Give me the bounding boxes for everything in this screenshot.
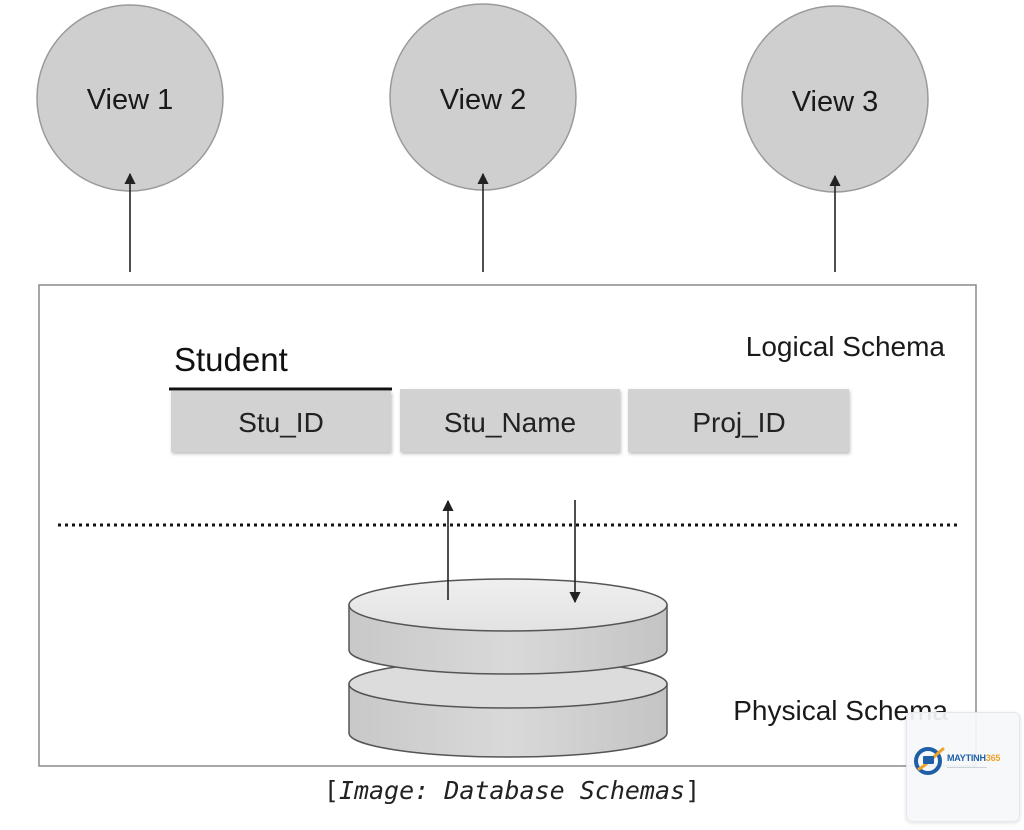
figure-caption: [Image: Database Schemas]: [0, 776, 1024, 805]
field-cell-proj-id: [628, 389, 849, 452]
caption-text: Image: Database Schemas: [338, 776, 686, 805]
brand-name: MAYTINH365: [947, 753, 1000, 763]
view-2-label: View 2: [440, 84, 527, 116]
database-cylinder: [348, 578, 668, 758]
field-stu-id: Stu_ID: [238, 407, 324, 438]
view-1: View 1: [36, 4, 224, 192]
field-cell-stu-id: [171, 391, 391, 452]
view-3: View 3: [741, 5, 929, 193]
view-3-label: View 3: [792, 86, 879, 118]
field-proj-id: Proj_ID: [692, 407, 785, 438]
caption-close-bracket: ]: [685, 776, 701, 805]
brand-tagline: ──────────────: [947, 765, 987, 770]
view-1-label: View 1: [87, 84, 174, 116]
disk-top-surface: [348, 578, 668, 632]
table-name: Student: [174, 341, 288, 378]
brand-name-accent: 365: [985, 753, 1001, 763]
brand-logo-icon: [914, 747, 945, 775]
brand-name-main: MAYTINH: [947, 753, 986, 763]
field-cell-stu-name: [400, 389, 620, 452]
field-stu-name: Stu_Name: [444, 407, 576, 438]
table-fields: Stu_ID Stu_Name Proj_ID: [171, 389, 849, 452]
watermark-logo: MAYTINH365 ──────────────: [906, 712, 1020, 822]
logical-schema-label: Logical Schema: [746, 331, 946, 362]
view-2: View 2: [389, 3, 577, 191]
caption-open-bracket: [: [323, 776, 339, 805]
